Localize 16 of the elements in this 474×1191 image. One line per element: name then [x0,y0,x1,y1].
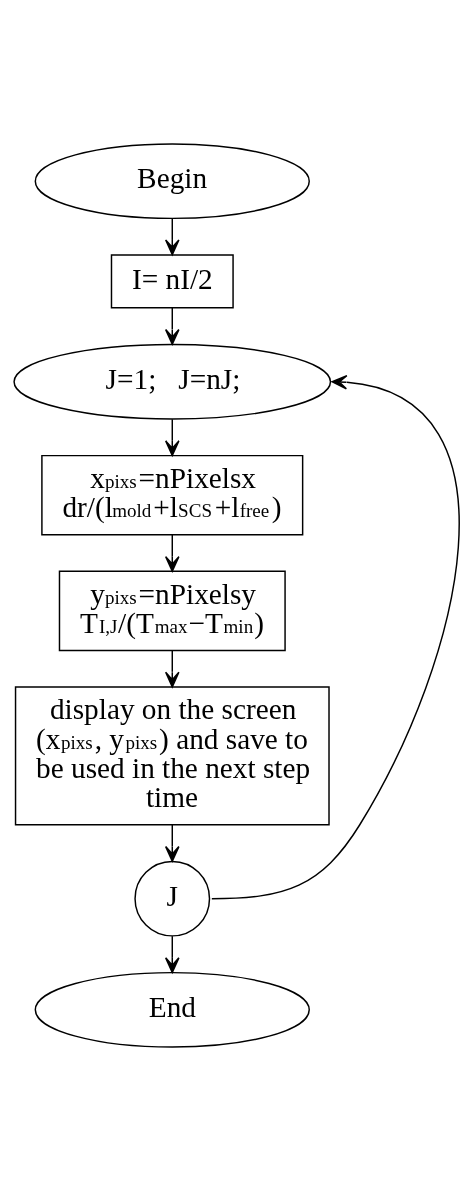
node-box: xpixs=nPixelsx dr/(lmold+lSCS+lfree) [41,454,304,536]
arrow [164,307,180,345]
arrow [164,534,180,572]
arrow [164,650,180,688]
arrow [164,218,180,256]
node-box: ypixs=nPixelsy TI,J/(Tmax−Tmin) [58,570,286,652]
arrow [211,374,460,900]
node-ellipse: End [34,971,310,1048]
node-ellipse: J=1; J=nJ; [13,343,332,420]
node-circle: J [134,860,211,937]
node-box: display on the screen (xpixs, ypixs) and save to be used in the next step time [14,686,330,826]
arrow [164,418,180,457]
arrow [164,935,180,974]
node-ellipse: Begin [34,143,310,220]
arrow [164,824,180,862]
node-box: I= nI/2 [110,254,234,309]
